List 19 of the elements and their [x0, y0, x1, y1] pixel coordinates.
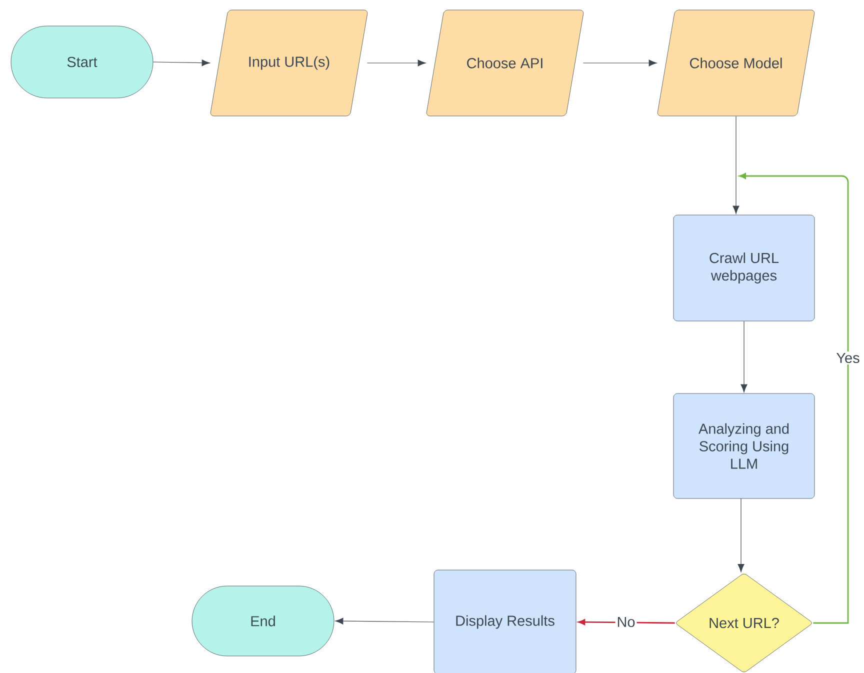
- process-box: Crawl URL webpages: [673, 214, 815, 322]
- arrow: [578, 619, 675, 626]
- process-box: Display Results: [434, 570, 576, 673]
- terminal-pill: End: [192, 586, 334, 656]
- arrow: [740, 320, 748, 392]
- arrow: [732, 116, 740, 214]
- arrow: [582, 60, 657, 66]
- arrow: [152, 60, 210, 66]
- arrow: [738, 498, 744, 572]
- terminal-pill: Start: [10, 26, 154, 98]
- arrow: [335, 618, 434, 624]
- arrow: [739, 173, 849, 624]
- input-parallelogram: Choose Model: [657, 10, 815, 116]
- input-parallelogram: Input URL(s): [210, 10, 368, 116]
- process-box: Analyzing and Scoring Using LLM: [673, 393, 815, 499]
- edge-label: Yes: [834, 351, 862, 365]
- arrow: [366, 60, 426, 66]
- input-parallelogram: Choose API: [426, 10, 584, 116]
- edge-label: No: [615, 615, 637, 629]
